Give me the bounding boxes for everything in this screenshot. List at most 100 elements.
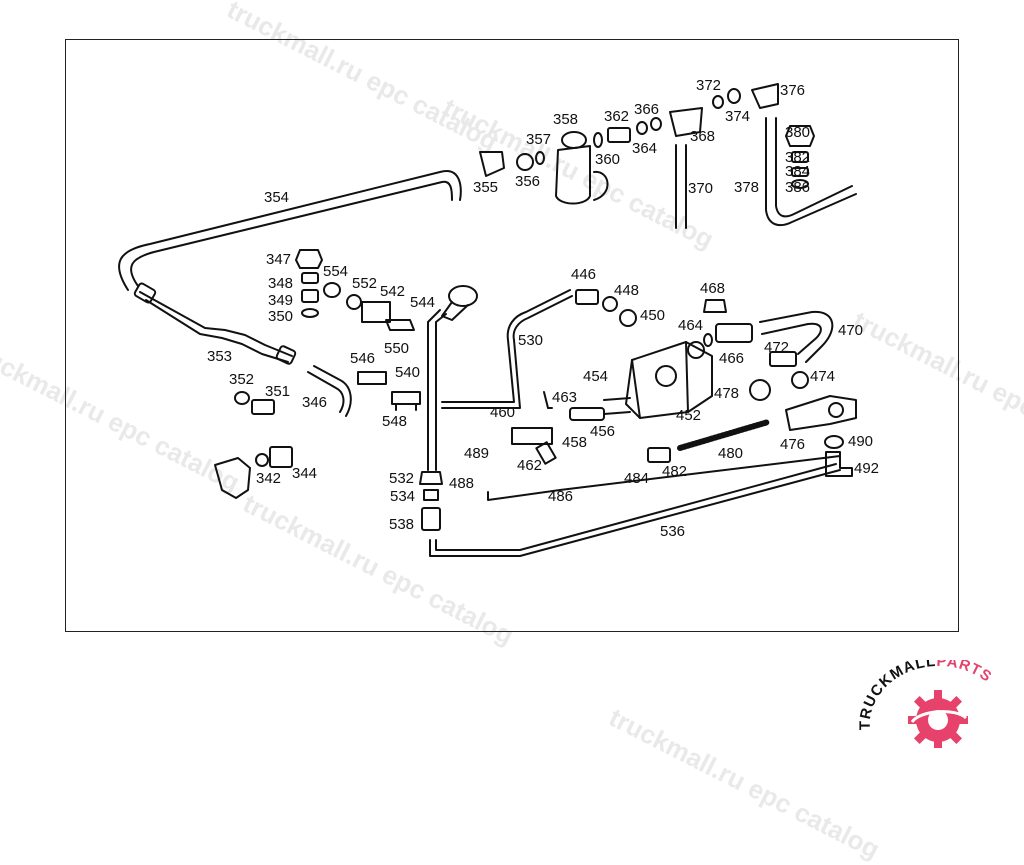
- shaft-456: [603, 397, 631, 415]
- pipe-544: [427, 309, 441, 471]
- part-label-352: 352: [229, 371, 254, 388]
- part-label-342: 342: [256, 470, 281, 487]
- part-label-530: 530: [518, 332, 543, 349]
- part-label-353: 353: [207, 348, 232, 365]
- part-label-534: 534: [390, 488, 415, 505]
- nut-347: [295, 249, 323, 269]
- part-label-360: 360: [595, 151, 620, 168]
- part-label-492: 492: [854, 460, 879, 477]
- part-label-550: 550: [384, 340, 409, 357]
- part-label-350: 350: [268, 308, 293, 325]
- clip-550: [385, 319, 415, 331]
- hose-470: [759, 310, 834, 363]
- part-label-548: 548: [382, 413, 407, 430]
- part-label-364: 364: [632, 140, 657, 157]
- part-label-468: 468: [700, 280, 725, 297]
- hose-378: [765, 117, 857, 227]
- part-label-358: 358: [553, 111, 578, 128]
- part-label-348: 348: [268, 275, 293, 292]
- tube-370: [675, 144, 687, 229]
- part-label-466: 466: [719, 350, 744, 367]
- elbow-376: [751, 83, 779, 109]
- part-label-458: 458: [562, 434, 587, 451]
- part-label-448: 448: [614, 282, 639, 299]
- valve-476: [785, 395, 857, 431]
- fitting-538: [421, 507, 441, 531]
- part-label-478: 478: [714, 385, 739, 402]
- elbow-492: [825, 451, 853, 477]
- diagram-frame: [65, 39, 959, 632]
- part-label-542: 542: [380, 283, 405, 300]
- part-label-463: 463: [552, 389, 577, 406]
- part-label-349: 349: [268, 292, 293, 309]
- part-label-384: 384: [785, 163, 810, 180]
- part-label-546: 546: [350, 350, 375, 367]
- line-530: [441, 295, 573, 409]
- part-label-344: 344: [292, 465, 317, 482]
- part-label-490: 490: [848, 433, 873, 450]
- hose-354: [118, 170, 462, 291]
- part-label-362: 362: [604, 108, 629, 125]
- truckmall-logo: TRUCKMALLPARTS: [858, 660, 995, 748]
- part-label-376: 376: [780, 82, 805, 99]
- part-label-476: 476: [780, 436, 805, 453]
- part-label-378: 378: [734, 179, 759, 196]
- part-label-544: 544: [410, 294, 435, 311]
- part-label-366: 366: [634, 101, 659, 118]
- part-label-450: 450: [640, 307, 665, 324]
- valve-342: [214, 457, 251, 499]
- part-label-456: 456: [590, 423, 615, 440]
- part-label-347: 347: [266, 251, 291, 268]
- part-label-351: 351: [265, 383, 290, 400]
- part-label-452: 452: [676, 407, 701, 424]
- part-label-355: 355: [473, 179, 498, 196]
- part-label-482: 482: [662, 463, 687, 480]
- part-label-446: 446: [571, 266, 596, 283]
- part-label-480: 480: [718, 445, 743, 462]
- part-label-536: 536: [660, 523, 685, 540]
- part-label-357: 357: [526, 131, 551, 148]
- parts-exploded-diagram: 3723763583623663743803573603683643823843…: [118, 77, 879, 557]
- fitting-466: [715, 323, 753, 343]
- fitting-344: [269, 446, 293, 468]
- part-label-538: 538: [389, 516, 414, 533]
- fuel-line-353: [139, 291, 293, 357]
- bracket-546: [357, 371, 387, 385]
- part-label-489: 489: [464, 445, 489, 462]
- part-label-386: 386: [785, 179, 810, 196]
- part-label-346: 346: [302, 394, 327, 411]
- part-label-460: 460: [490, 404, 515, 421]
- part-label-382: 382: [785, 149, 810, 166]
- part-label-532: 532: [389, 470, 414, 487]
- part-label-454: 454: [583, 368, 608, 385]
- part-label-356: 356: [515, 173, 540, 190]
- line-486: [487, 455, 841, 501]
- part-label-540: 540: [395, 364, 420, 381]
- part-label-372: 372: [696, 77, 721, 94]
- bracket-548: [391, 391, 421, 411]
- part-label-374: 374: [725, 108, 750, 125]
- logo-text-accent: PARTS: [936, 660, 995, 686]
- fitting-446: [575, 289, 599, 305]
- part-label-354: 354: [264, 189, 289, 206]
- filter-358: [555, 145, 591, 205]
- bracket-460: [511, 427, 553, 445]
- part-label-472: 472: [764, 339, 789, 356]
- bracket-542: [361, 301, 391, 323]
- part-label-370: 370: [688, 180, 713, 197]
- hose-346: [307, 371, 345, 413]
- part-label-486: 486: [548, 488, 573, 505]
- part-label-380: 380: [785, 124, 810, 141]
- gear-icon: [908, 690, 968, 748]
- part-label-368: 368: [690, 128, 715, 145]
- fitting-351: [251, 399, 275, 415]
- elbow-355: [479, 151, 505, 177]
- part-482: [647, 447, 671, 463]
- part-label-488: 488: [449, 475, 474, 492]
- part-label-554: 554: [323, 263, 348, 280]
- part-label-464: 464: [678, 317, 703, 334]
- part-label-474: 474: [810, 368, 835, 385]
- spring-480: [677, 419, 771, 451]
- valve-368: [669, 107, 703, 137]
